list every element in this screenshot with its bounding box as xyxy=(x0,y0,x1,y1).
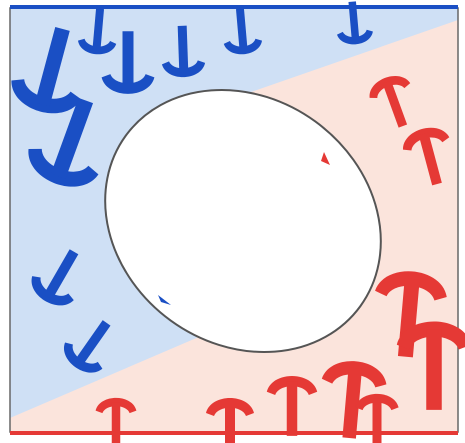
top-border xyxy=(10,5,458,9)
